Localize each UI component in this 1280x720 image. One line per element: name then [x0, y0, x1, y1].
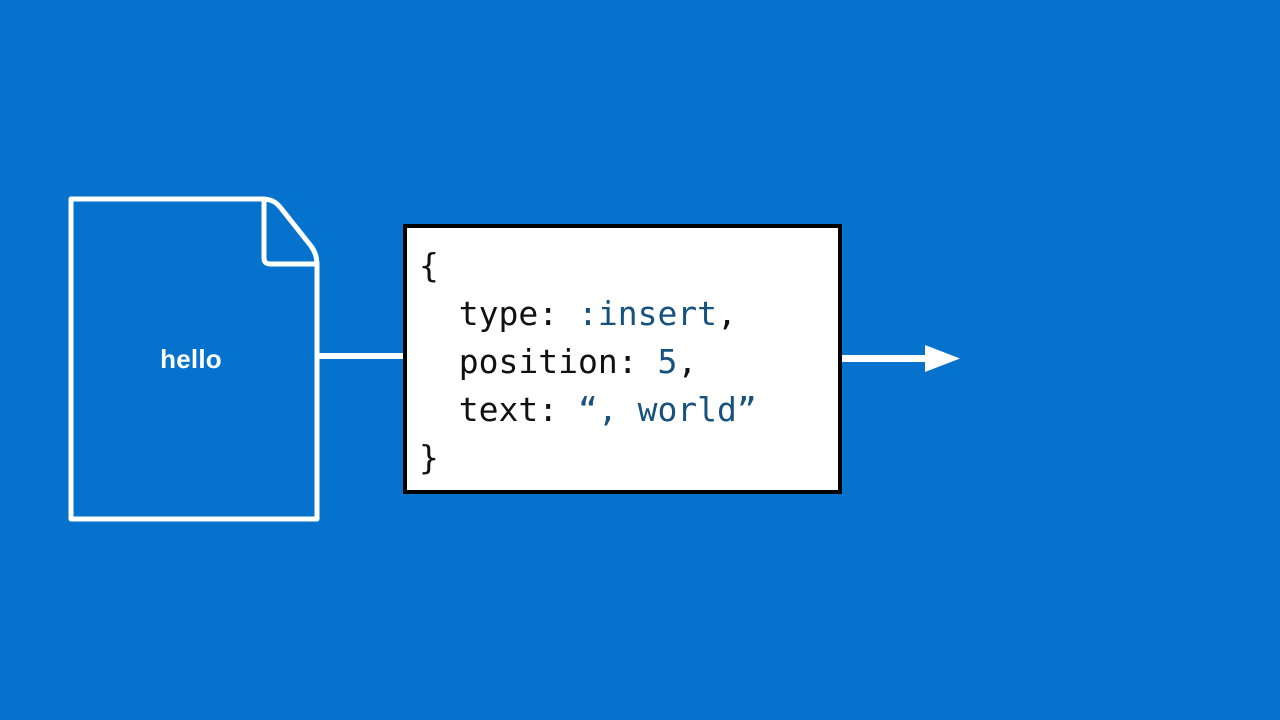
document-node-label: hello	[160, 344, 222, 374]
code-token: “, world”	[577, 390, 757, 429]
code-token: ,	[717, 294, 737, 333]
document-page-icon	[68, 196, 320, 522]
code-token: 5	[657, 342, 678, 381]
document-node[interactable]: hello	[68, 196, 320, 522]
code-token: position:	[458, 342, 658, 381]
operation-code-text: { type: :insert, position: 5, text: “, w…	[419, 242, 757, 482]
code-token: ,	[677, 342, 698, 381]
code-token: }	[419, 438, 439, 477]
operation-code-box[interactable]: { type: :insert, position: 5, text: “, w…	[403, 224, 842, 494]
code-token: type:	[458, 294, 578, 333]
edge-operation-output-arrow	[842, 344, 964, 374]
arrow-right-icon	[842, 345, 960, 372]
code-token: :insert	[577, 294, 718, 333]
edge-document-to-operation	[315, 353, 405, 359]
code-token: text:	[458, 390, 578, 429]
code-token: {	[419, 246, 439, 285]
